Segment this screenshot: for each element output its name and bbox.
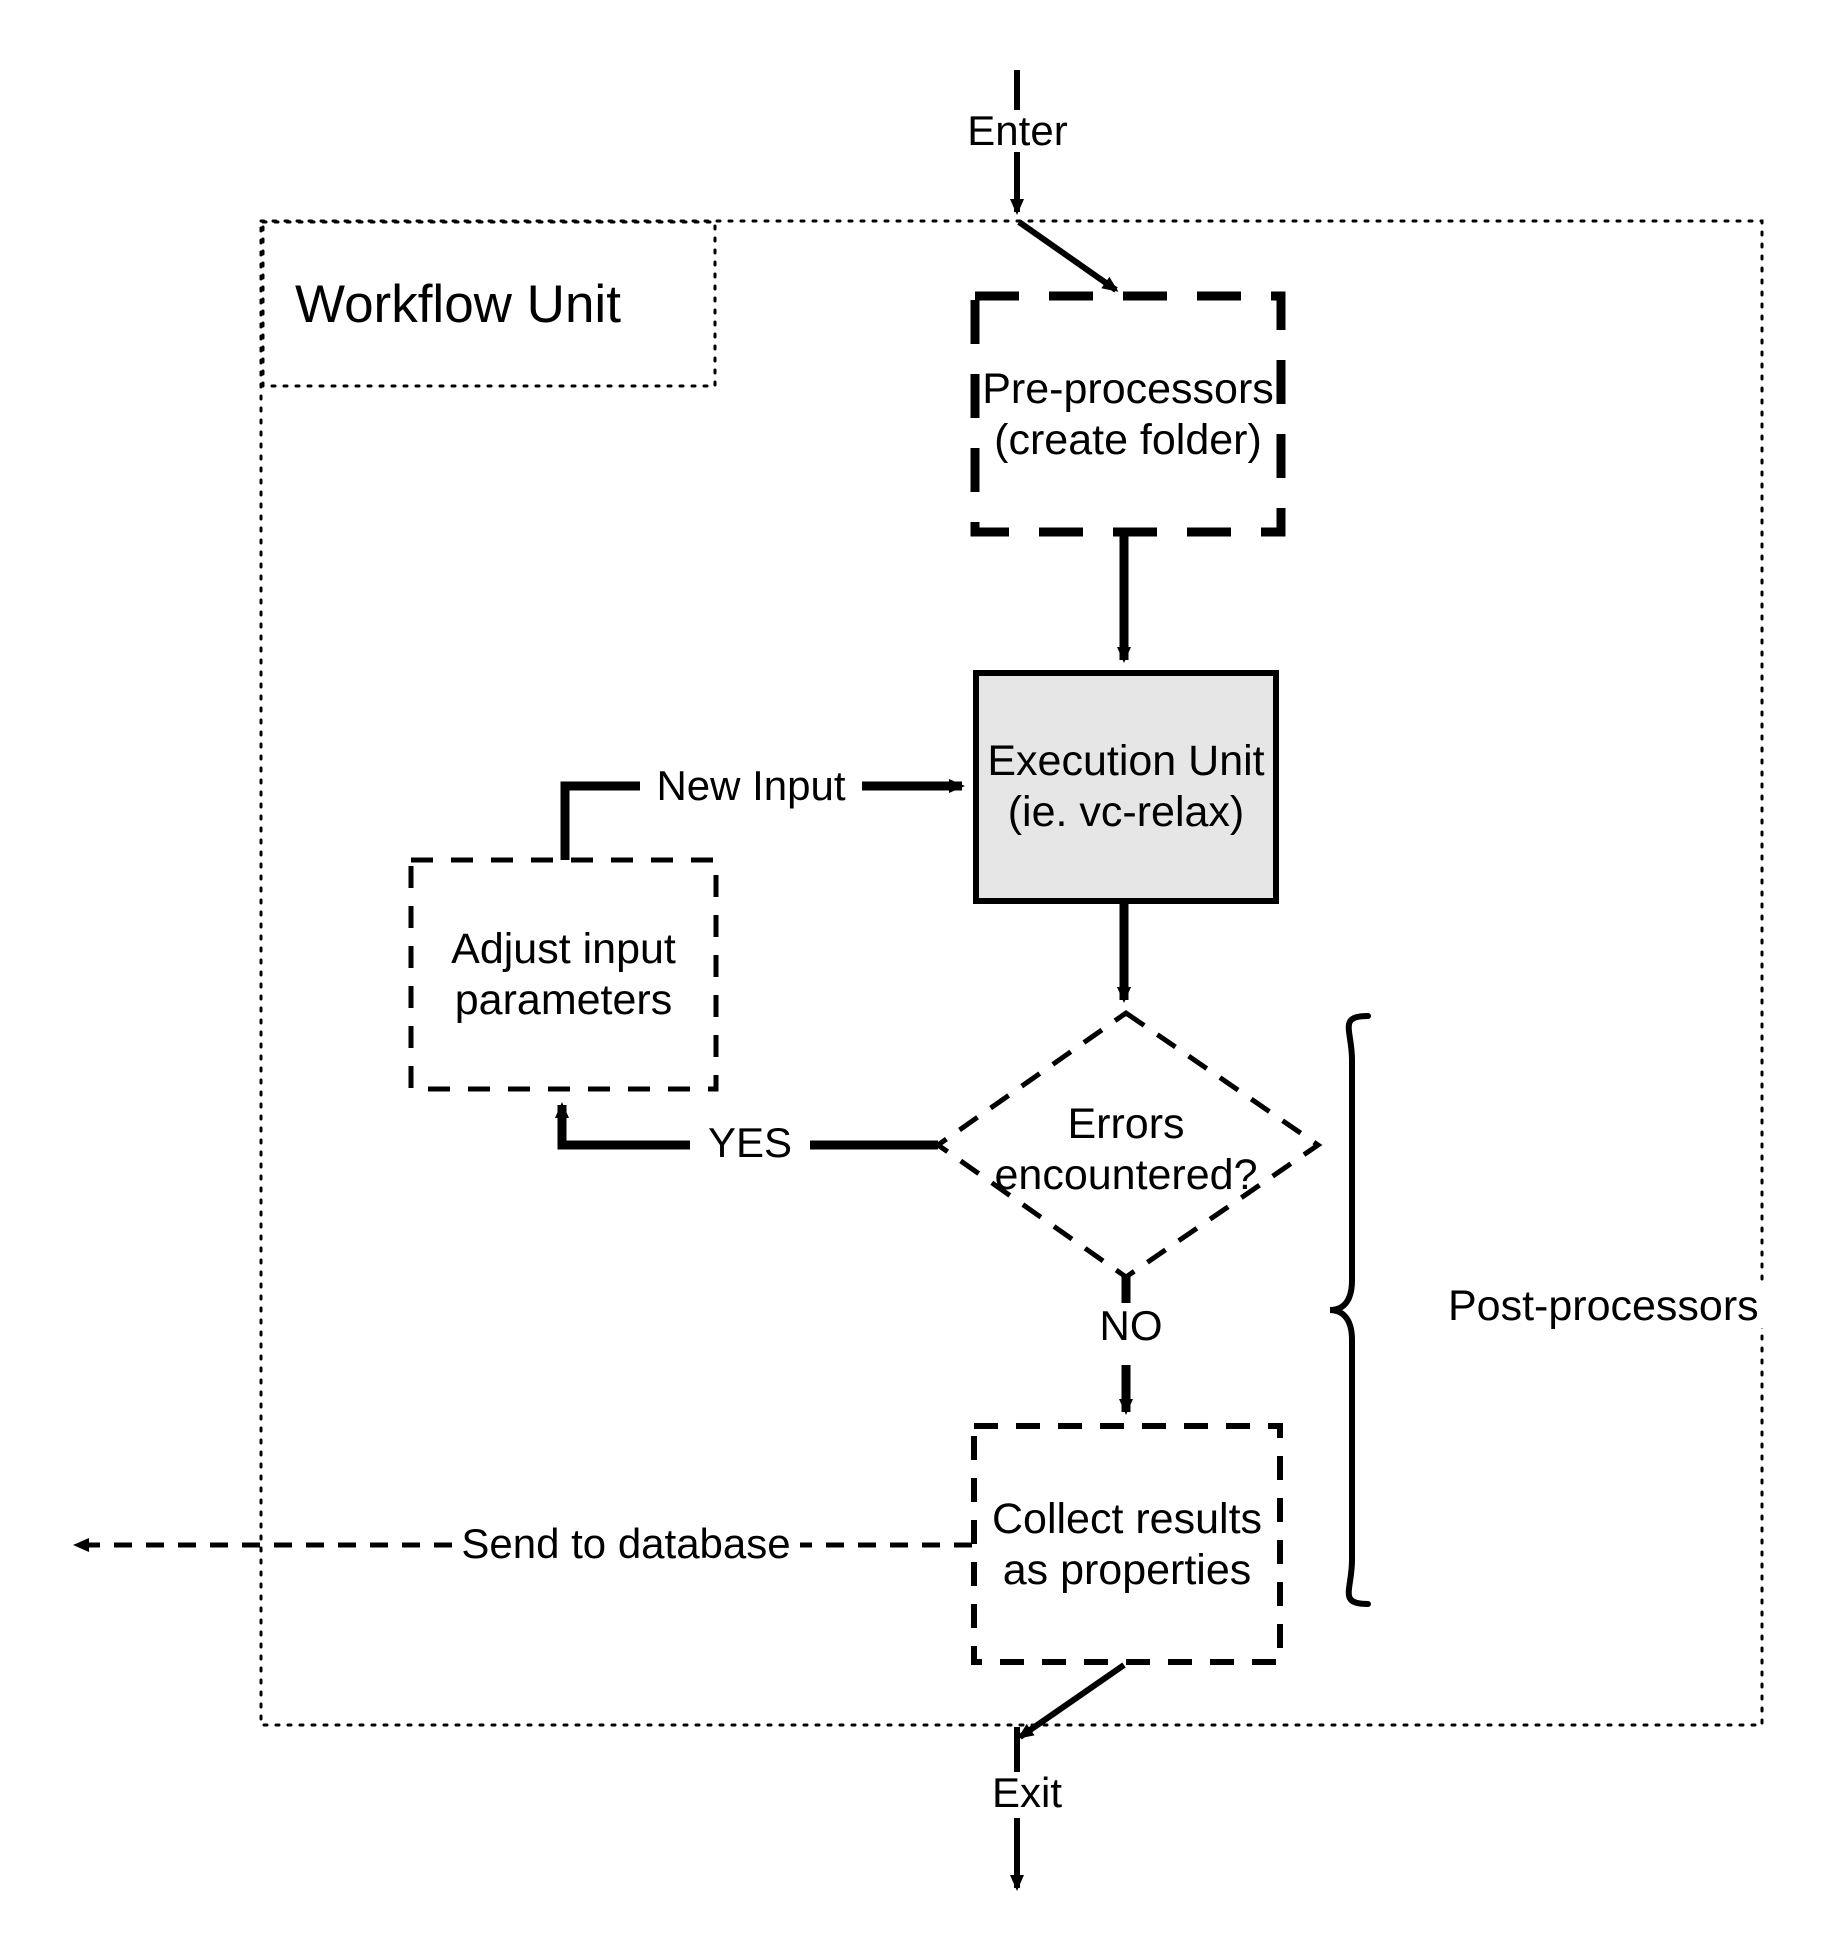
post-processors-label: Post-processors bbox=[1448, 1285, 1788, 1328]
exit-label: Exit bbox=[972, 1772, 1082, 1814]
adjust-input-box bbox=[408, 857, 719, 1092]
preprocessors-box bbox=[970, 291, 1286, 537]
collect-results-box bbox=[971, 1423, 1283, 1665]
enter-to-preprocessors-arrow bbox=[1017, 219, 1119, 293]
post-processors-brace bbox=[1329, 1013, 1371, 1607]
yes-branch-path-2 bbox=[555, 1102, 690, 1150]
send-to-database-label: Send to database bbox=[452, 1521, 800, 1567]
no-label: NO bbox=[1086, 1303, 1176, 1349]
new-input-path-left bbox=[560, 781, 655, 860]
new-input-label: New Input bbox=[640, 763, 862, 809]
yes-label: YES bbox=[690, 1120, 810, 1166]
execution-unit-box bbox=[973, 670, 1279, 904]
collect-to-exit-arrow bbox=[1017, 1662, 1126, 1740]
workflow-unit-title-box bbox=[261, 220, 717, 388]
enter-label: Enter bbox=[960, 110, 1075, 152]
workflow-unit-container bbox=[259, 219, 1764, 1727]
decision-diamond bbox=[933, 1009, 1323, 1281]
